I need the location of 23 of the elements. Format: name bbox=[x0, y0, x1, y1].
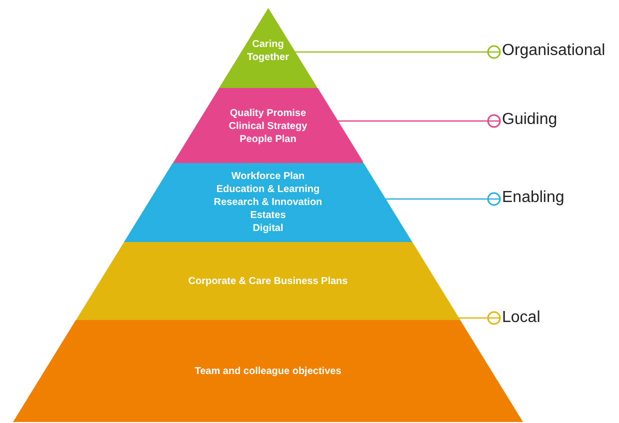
tier-text: Clinical Strategy bbox=[228, 120, 308, 133]
tier-text: Digital bbox=[252, 222, 284, 235]
pyramid-tier bbox=[124, 163, 412, 242]
pyramid-tier bbox=[76, 242, 460, 320]
leader-line bbox=[458, 311, 501, 325]
tier-text: Quality Promise bbox=[230, 107, 306, 120]
leader-line bbox=[338, 114, 501, 128]
leader-line bbox=[295, 45, 501, 59]
tier-text: Caring Together bbox=[246, 38, 290, 64]
tier-text: Workforce Plan bbox=[231, 170, 305, 183]
level-label: Local bbox=[502, 309, 540, 327]
tier-text: Estates bbox=[250, 209, 286, 222]
tier-text: Team and colleague objectives bbox=[194, 364, 342, 378]
tier-text: Education & Learning bbox=[216, 183, 320, 196]
leader-line bbox=[386, 192, 501, 206]
tier-text: People Plan bbox=[240, 133, 296, 146]
pyramid-tier bbox=[218, 8, 318, 88]
tier-text: Research & Innovation bbox=[214, 196, 322, 209]
level-label: Guiding bbox=[502, 111, 558, 129]
pyramid-tier bbox=[172, 88, 364, 163]
tier-text: Corporate & Care Business Plans bbox=[188, 274, 348, 288]
level-label: Enabling bbox=[502, 189, 564, 207]
level-label: Organisational bbox=[502, 42, 606, 60]
